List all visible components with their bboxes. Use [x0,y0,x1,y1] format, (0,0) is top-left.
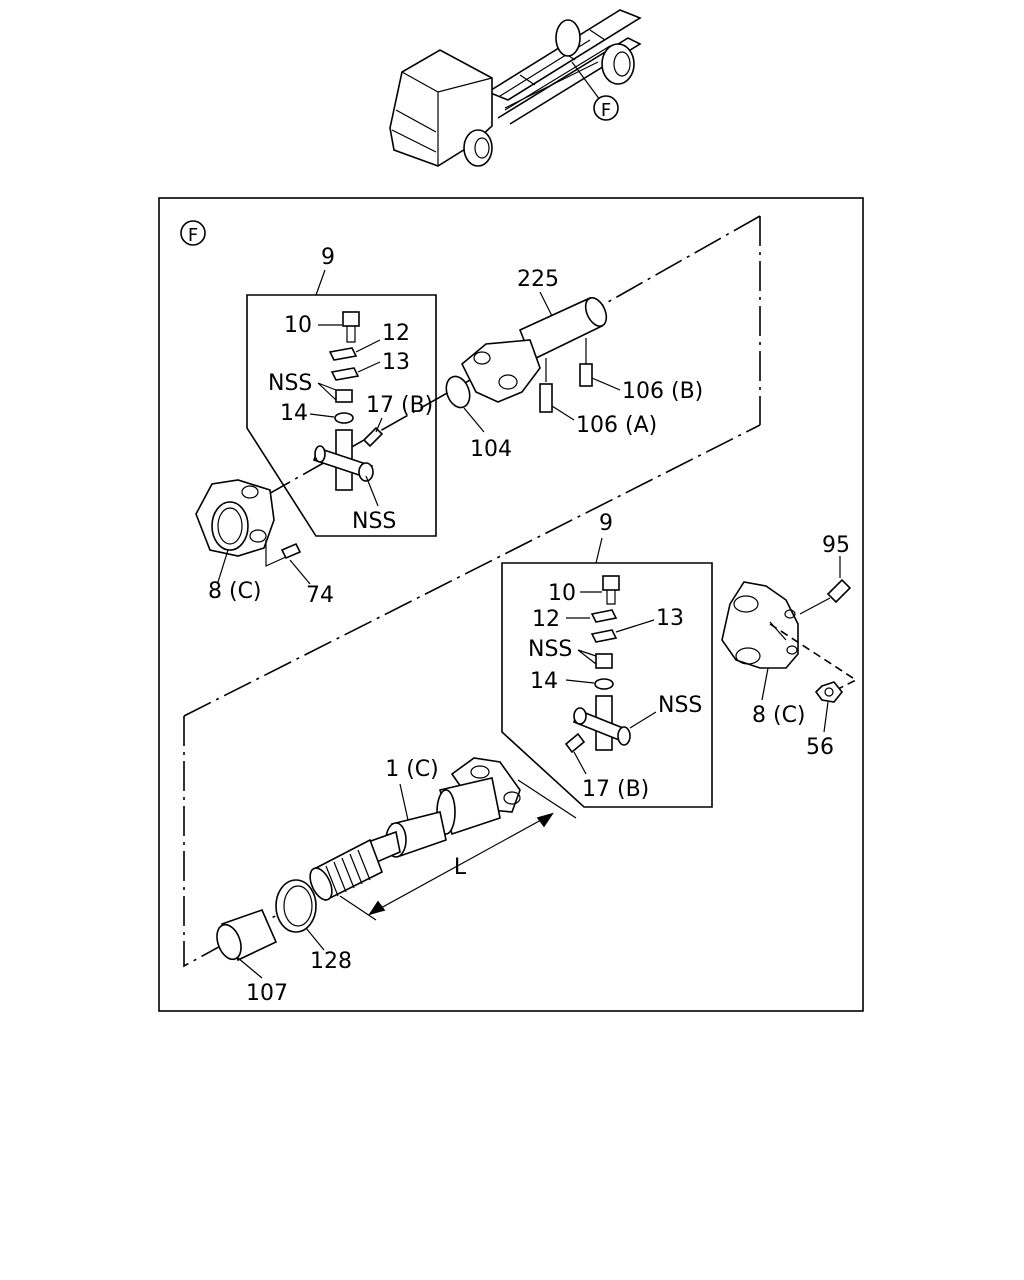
label-nut-56: 56 [806,735,834,760]
label-grease-17b-upper: 17 (B) [366,393,433,418]
label-bolt-10-lower: 10 [548,581,576,606]
detail-view-marker-circle [180,220,206,246]
label-flange-8c-left: 8 (C) [208,579,262,604]
label-seal-14-upper: 14 [280,401,308,426]
label-grease-17b-lower: 17 (B) [582,777,649,802]
label-plate-13-lower: 13 [656,606,684,631]
dimension-L: L [339,779,577,921]
flange-8c-right: 8 (C) 95 56 [721,533,858,760]
label-length-L: L [454,855,467,880]
label-flange-8c-right: 8 (C) [752,703,806,728]
label-shaft-1c: 1 (C) [385,757,439,782]
boot-128: 128 [275,879,352,974]
label-bolt-74: 74 [306,583,334,608]
grease-fittings-106: 106 (B) 106 (A) [539,338,703,438]
label-seal-14-lower: 14 [530,669,558,694]
label-nss-2: NSS [352,509,396,534]
label-sleeve-107: 107 [246,981,288,1006]
sleeve-107: 107 [216,908,288,1006]
label-fitting-106a: 106 (A) [576,413,657,438]
label-fitting-106b: 106 (B) [622,379,703,404]
cap-104: 104 [445,375,512,462]
flange-8c-left: 8 (C) 74 [195,479,334,608]
label-plate-13-upper: 13 [382,350,410,375]
slip-shaft-1c: 1 (C) [309,757,521,902]
label-nss-1: NSS [268,371,312,396]
label-plate-12-upper: 12 [382,321,410,346]
label-nss-4: NSS [658,693,702,718]
lower-joint-kit-box: 9 10 12 13 NSS 14 NSS 17 (B) [501,511,713,808]
label-kit-lower: 9 [599,511,613,536]
label-nss-3: NSS [528,637,572,662]
label-bolt-10-upper: 10 [284,313,312,338]
assembly-envelope [183,215,761,968]
label-shaft-225: 225 [517,267,559,292]
truck-view-marker: F [601,100,611,121]
upper-joint-kit-box: 9 10 12 13 NSS 14 17 (B) NSS [246,245,437,537]
label-cap-104: 104 [470,437,512,462]
detail-frame [158,197,864,1012]
detail-view-marker: F [188,225,198,246]
truck-overview-illustration: F [389,9,642,167]
label-plate-12-lower: 12 [532,607,560,632]
label-kit-upper: 9 [321,245,335,270]
label-bolt-95: 95 [822,533,850,558]
label-boot-128: 128 [310,949,352,974]
shaft-225: 225 [461,267,608,403]
